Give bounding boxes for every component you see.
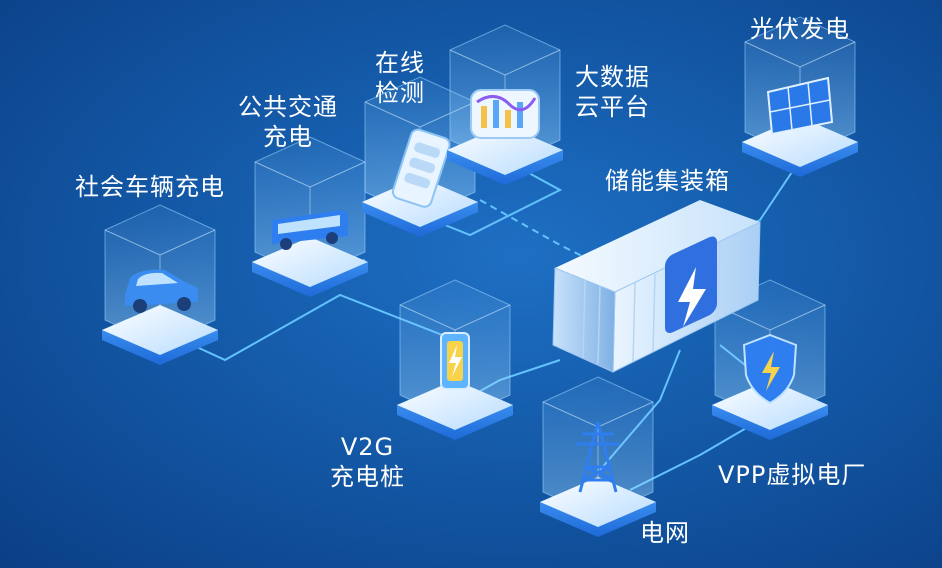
label-vpp: VPP虚拟电厂: [718, 461, 867, 489]
label-public-transit-line2: 充电: [263, 123, 313, 151]
label-social-charging: 社会车辆充电: [75, 173, 225, 201]
label-v2g: V2G 充电桩: [330, 432, 405, 492]
chart-icon: [470, 89, 540, 139]
container-icon: [665, 236, 717, 334]
label-big-data: 大数据 云平台: [575, 62, 650, 122]
label-grid: 电网: [640, 519, 690, 547]
battery-charger-icon: [440, 332, 470, 390]
label-solar: 光伏发电: [750, 15, 850, 43]
shield-bolt-icon: [742, 333, 798, 405]
bus-icon: [272, 210, 348, 250]
label-public-transit: 公共交通 充电: [238, 92, 338, 152]
label-public-transit-line1: 公共交通: [238, 93, 338, 121]
public-transit-cube: [251, 136, 369, 298]
v2g-cube: [396, 279, 514, 441]
storage-container: [552, 200, 761, 373]
label-v2g-line1: V2G: [340, 433, 395, 461]
label-online-detect-line2: 检测: [375, 79, 425, 107]
online-detect-cube: [361, 76, 479, 238]
big-data-cube: [446, 24, 564, 186]
label-v2g-line2: 充电桩: [330, 463, 405, 491]
grid-cube: [539, 376, 657, 538]
power-tower-icon: [576, 421, 620, 493]
solar-cube: [741, 16, 859, 178]
phone-icon: [391, 128, 451, 208]
label-online-detect: 在线 检测: [375, 48, 425, 108]
label-online-detect-line1: 在线: [375, 49, 425, 77]
label-big-data-line2: 云平台: [575, 93, 650, 121]
solar-panel-icon: [766, 76, 834, 136]
car-icon: [125, 269, 198, 313]
vpp-cube: [711, 279, 829, 441]
social-charging-cube: [101, 204, 219, 366]
label-big-data-line1: 大数据: [575, 63, 650, 91]
label-storage: 储能集装箱: [605, 167, 730, 195]
